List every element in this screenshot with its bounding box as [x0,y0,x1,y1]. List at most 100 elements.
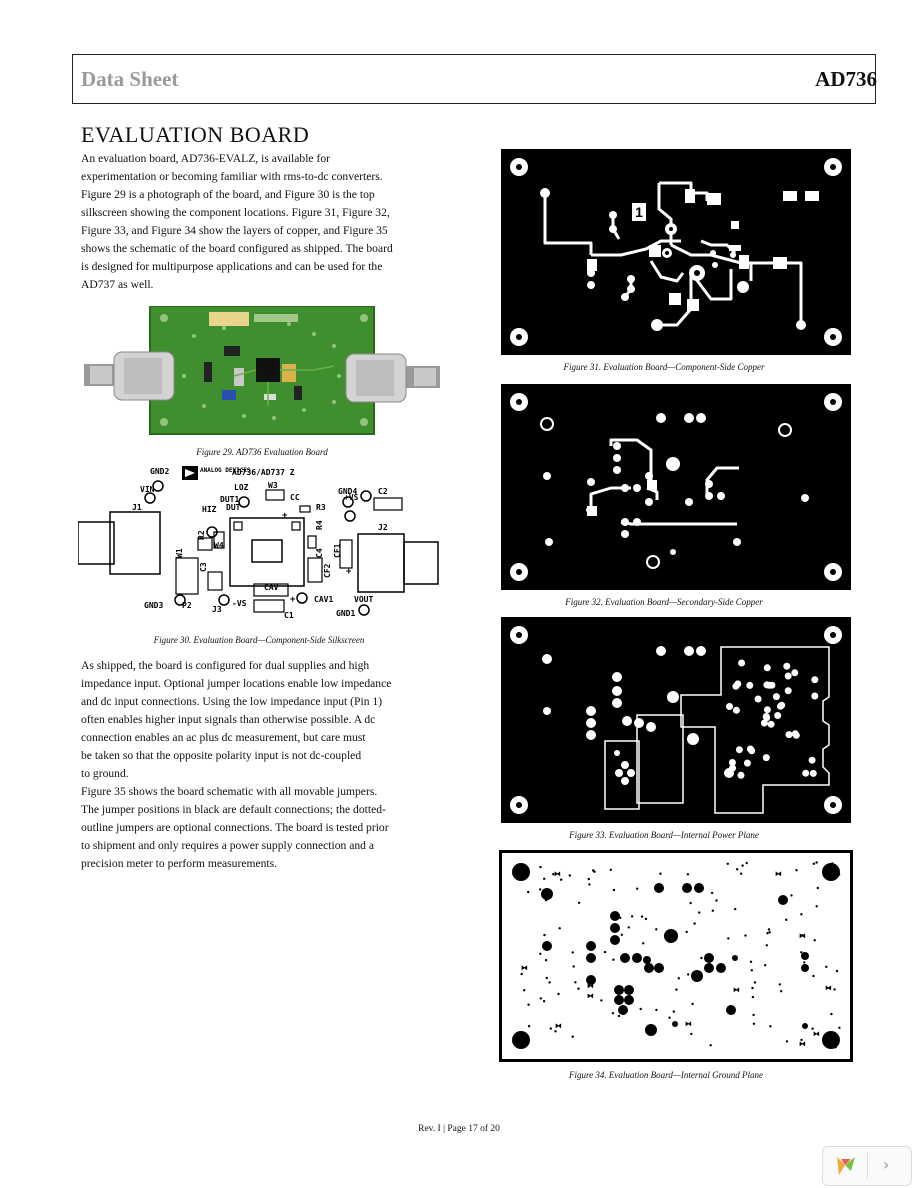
via-dot [767,928,771,931]
via-dot [732,1012,735,1015]
text-line: As shipped, the board is configured for … [81,659,370,672]
via-dot [644,917,648,921]
silk-cf1: CF1 [333,543,342,558]
via-dot [571,1035,574,1038]
text-line: precision meter to perform measurements. [81,857,278,870]
via-dot [825,965,828,968]
silk-r4: R4 [315,520,324,530]
silkscreen-figure: ANALOG DEVICES AD736/AD737 Z GND2 VIN J1… [78,466,439,620]
via-dot [715,899,718,902]
via-dot [765,681,773,689]
text-line: connection enables an ac plus dc measure… [81,731,366,744]
via-dot [815,905,818,908]
via-dot [587,877,590,881]
paragraph-intro: An evaluation board, AD736-EVALZ, is ava… [81,150,393,294]
via-dot [619,916,622,919]
via-dot [752,1022,756,1025]
via-dot [603,950,607,954]
via-dot [831,862,834,865]
via-dot [774,712,782,719]
silk-cf2: CF2 [323,563,332,578]
svg-text:⧓: ⧓ [587,982,594,990]
via-dot [612,958,615,961]
silk-cav1: CAV1 [314,595,333,604]
text-line: The jumper positions in black are defaul… [81,803,386,816]
silk-loz: LOZ [234,483,249,492]
via-dot [803,961,806,964]
via-dot [709,1044,712,1047]
text-line: experimentation or becoming familiar wit… [81,170,383,183]
text-line: Figure 35 shows the board schematic with… [81,785,378,798]
via-dot [572,965,575,968]
silk-c2: C2 [378,487,388,496]
text-line: silkscreen showing the component locatio… [81,206,390,219]
silk-vin: VIN [140,485,155,494]
via-dot [539,952,542,955]
via-dot [689,901,692,905]
silk-cav: CAV [264,583,279,592]
next-page-icon[interactable]: › [883,1155,890,1174]
internal-power-plane-figure [501,617,851,823]
silk-w1: W1 [175,548,184,558]
page-footer: Rev. I | Page 17 of 20 [418,1124,500,1134]
via-dot [791,669,799,677]
figure-34-caption: Figure 34. Evaluation Board—Internal Gro… [569,1070,763,1080]
silk-gnd2: GND2 [150,467,169,476]
via-dot [800,913,803,916]
via-dot [785,731,793,739]
via-dot [830,1012,833,1016]
via-dot [812,862,816,865]
via-dot [552,873,555,876]
via-dot [675,988,678,991]
silk-j3: J3 [212,605,222,614]
svg-text:⧓: ⧓ [554,870,561,878]
via-dot [833,988,836,991]
svg-text:⧓: ⧓ [521,964,528,972]
via-dot [588,883,591,886]
via-dot [744,934,747,937]
via-dot [627,926,630,929]
via-dot [523,989,526,992]
via-dot [783,662,791,670]
via-dot [764,964,767,967]
via-dot [740,872,743,875]
svg-text:⧓: ⧓ [685,1020,692,1028]
pin-1-marker: 1 [635,204,643,220]
via-dot [710,891,714,895]
via-dot [520,972,523,976]
via-dot [762,754,770,762]
via-dot [816,886,819,890]
via-dot [588,976,591,979]
via-dot [672,1010,675,1013]
silk-dut: DUT [226,503,241,512]
via-dot [617,1014,621,1018]
via-dot [577,901,581,904]
internal-ground-plane-figure: ⧓⧓⧓⧓ ⧓⧓⧓⧓ ⧓⧓⧓⧓ [499,850,853,1062]
via-dot [639,1007,642,1011]
via-dot [549,1027,552,1030]
via-dot [612,888,616,892]
via-dot [527,1025,531,1028]
text-line: AD737 as well. [81,278,154,291]
header-part-number: AD736 [815,67,877,91]
via-dot [763,664,771,672]
silk-r2: R2 [197,530,206,540]
silk-w3: W3 [268,481,278,490]
via-dot [746,681,754,689]
evaluation-board-photo [84,306,440,435]
svg-text:+: + [282,511,288,521]
via-dot [785,918,788,921]
silk-c3: C3 [199,562,208,572]
text-line: Figure 29 is a photograph of the board, … [81,188,375,201]
via-dot [780,990,783,993]
component-side-copper-figure: 1 [501,149,851,355]
via-dot [815,861,818,864]
silk-j1: J1 [132,503,142,512]
silk-vout: VOUT [354,595,373,604]
header-doc-type: Data Sheet [81,67,179,91]
via-dot [754,695,762,703]
figure-29-caption: Figure 29. AD736 Evaluation Board [196,447,328,457]
svg-text:⧓: ⧓ [799,932,806,940]
svg-text:⧓: ⧓ [775,870,782,878]
via-dot [659,872,662,875]
